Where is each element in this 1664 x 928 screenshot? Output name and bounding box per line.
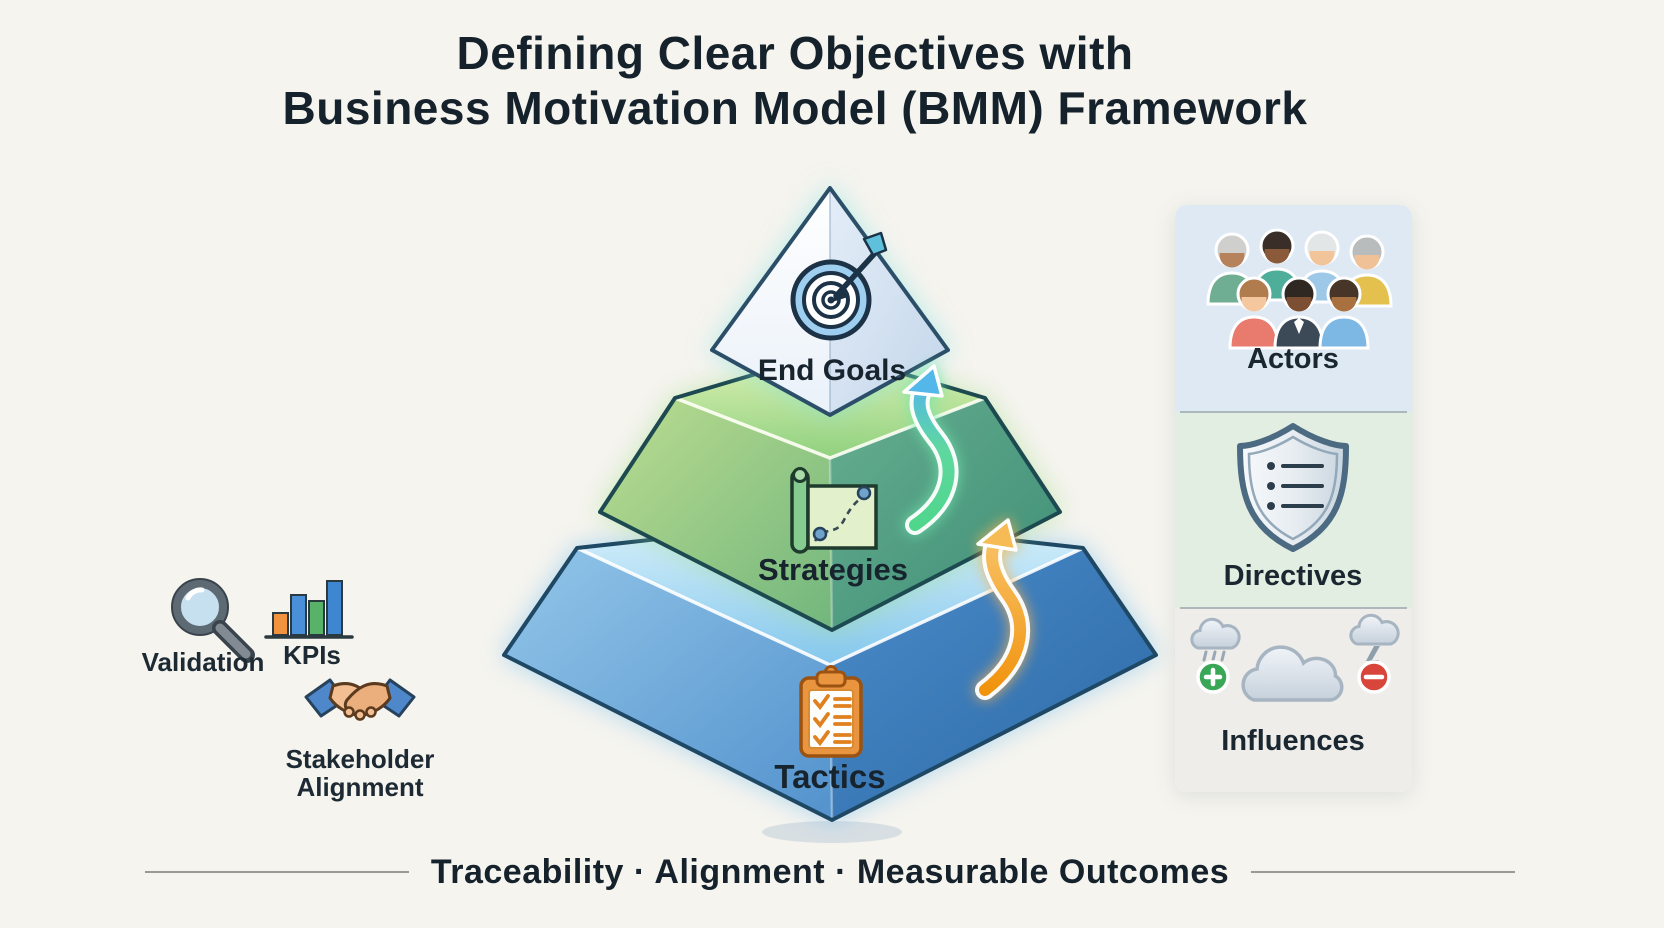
tactics-outline [502,518,1158,822]
strategy-map-icon [790,467,878,554]
kpis-label: KPIs [283,640,341,670]
end-goals-left-face [712,188,830,415]
pyramid-shadow [762,821,902,843]
arrow-up-strategies-to-goals [902,364,959,535]
bmm-pyramid: End Goals Strategies Tactics [502,186,1158,843]
pyramid-tier-end-goals [710,186,950,417]
stakeholder-label-line1: Stakeholder [286,744,435,774]
strategies-label: Strategies [758,552,908,587]
page-title: Defining Clear Objectives with Business … [0,26,1590,136]
target-icon [790,231,888,341]
checklist-clipboard-icon [799,665,863,758]
strategies-left-face [600,398,832,630]
actors-label: Actors [1247,343,1339,375]
influences-label: Influences [1221,725,1364,757]
end-goals-outline [710,186,950,417]
tactics-left-face [504,548,832,820]
directives-label: Directives [1224,560,1363,592]
page-title-line1: Defining Clear Objectives with [456,27,1134,79]
rain-cloud-icon [1190,617,1241,662]
divider-line-left [145,871,409,873]
shield-checklist-icon [1237,423,1349,552]
strategies-outline [598,350,1062,632]
side-panel: Actors Directives [1175,205,1412,792]
stakeholder-label-line2: Alignment [296,772,423,802]
left-annotations: Validation KPIs Stakeholder Alignment [142,578,435,802]
end-goals-right-face [830,188,948,415]
handshake-icon [304,678,416,721]
strategies-right-face [830,398,1060,630]
clouds-plus-minus-icon [1190,613,1400,702]
magnifier-icon [171,578,255,663]
arrow-up-tactics-to-strategies [975,518,1031,700]
tactics-label: Tactics [774,758,885,795]
bar-chart-icon [264,580,354,639]
footer-tagline-row: Traceability · Alignment · Measurable Ou… [145,848,1515,896]
validation-label: Validation [142,647,265,677]
footer-tagline: Traceability · Alignment · Measurable Ou… [430,852,1230,891]
big-cloud-icon [1241,645,1344,702]
people-group-icon [1206,228,1393,350]
page-title-line2: Business Motivation Model (BMM) Framewor… [282,82,1308,135]
end-goals-label: End Goals [758,354,906,387]
divider-line-right [1251,871,1515,873]
